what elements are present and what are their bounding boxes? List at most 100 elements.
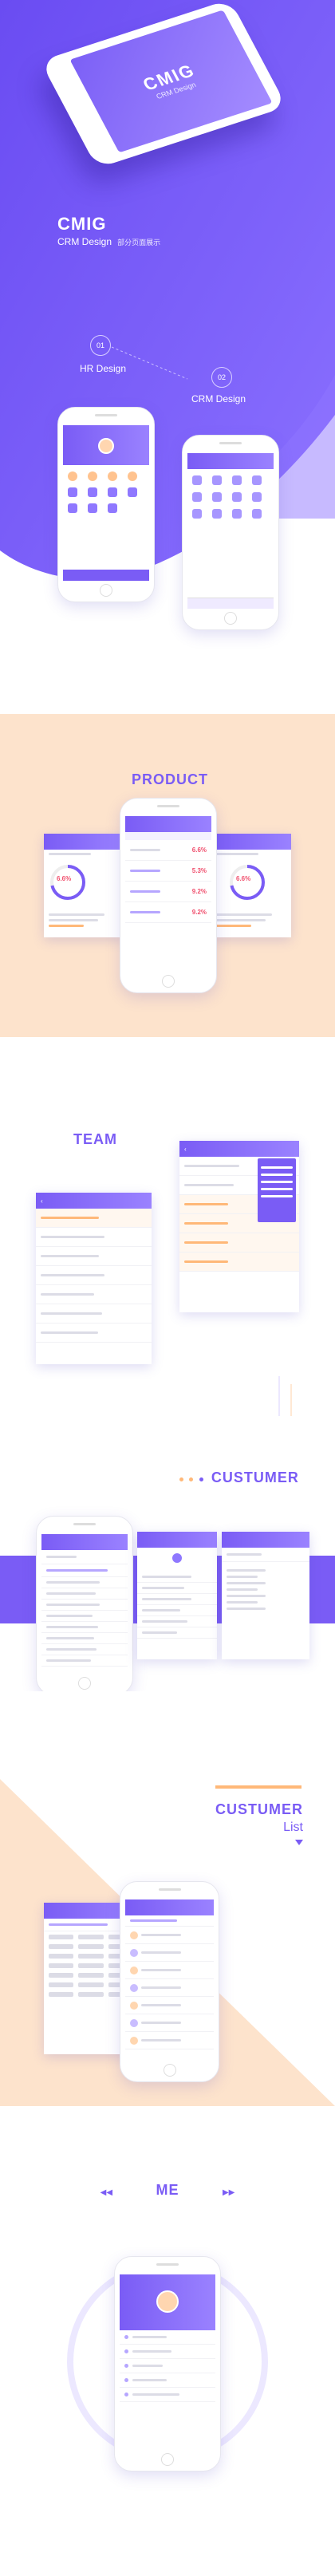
team-screen-right: ‹ xyxy=(179,1141,299,1312)
product-section: PRODUCT 6.6% 6.6% xyxy=(0,714,335,1037)
customer-list-accent-bar xyxy=(215,1785,302,1789)
brand-title: CMIG xyxy=(57,214,107,234)
crm-icon-10[interactable] xyxy=(212,509,222,519)
step-connector xyxy=(111,346,188,380)
hr-avatar xyxy=(98,438,114,454)
chevron-down-icon xyxy=(295,1840,303,1845)
crm-icon-grid xyxy=(187,469,274,525)
hr-tab-bar[interactable] xyxy=(63,570,149,581)
customer-phone-bar xyxy=(41,1534,128,1550)
hr-icon-1[interactable] xyxy=(68,471,77,481)
customer-mid-icon xyxy=(172,1553,182,1563)
customer-list-title-1: CUSTUMER xyxy=(215,1801,303,1817)
product-screen-left: 6.6% xyxy=(44,834,124,937)
crm-design-phone xyxy=(182,435,279,630)
customer-phone-screen xyxy=(41,1534,128,1674)
customer-list-phone xyxy=(120,1881,219,2082)
team-decor-lines xyxy=(278,1376,292,1416)
me-left-arrows: ◀◀ xyxy=(100,2188,113,2197)
back-icon[interactable]: ‹ xyxy=(41,1197,43,1205)
crm-icon-1[interactable] xyxy=(192,475,202,485)
hr-icon-2[interactable] xyxy=(88,471,97,481)
hr-icon-grid xyxy=(63,465,149,519)
hr-icon-8[interactable] xyxy=(128,487,137,497)
team-filter-menu[interactable] xyxy=(258,1158,296,1222)
customer-list-phone-screen xyxy=(125,1899,214,2061)
brand-subtitle-cn: 部分页面展示 xyxy=(117,239,161,247)
hero-section: CMIG CRM Design CMIG CRM Design 部分页面展示 0… xyxy=(0,0,335,686)
product-center-percent: 6.6% xyxy=(191,846,207,854)
hr-icon-3[interactable] xyxy=(108,471,117,481)
product-left-percent: 6.6% xyxy=(57,875,72,882)
crm-icon-5[interactable] xyxy=(192,492,202,502)
product-right-percent: 6.6% xyxy=(236,875,251,882)
customer-screen-right xyxy=(222,1532,309,1659)
hr-icon-7[interactable] xyxy=(108,487,117,497)
customer-right-bar xyxy=(222,1532,309,1548)
crm-icon-9[interactable] xyxy=(192,509,202,519)
team-screen-left: ‹ xyxy=(36,1193,152,1364)
customer-section: CUSTUMER xyxy=(0,1452,335,1691)
customer-list-filter-bar xyxy=(44,1903,138,1919)
step1-badge: 01 xyxy=(90,335,111,356)
product-right-bar xyxy=(211,834,291,850)
team-left-bar: ‹ xyxy=(36,1193,152,1209)
step1-number: 01 xyxy=(96,341,104,349)
team-section: TEAM ‹ ‹ xyxy=(0,1037,335,1452)
me-phone-screen xyxy=(120,2274,215,2450)
product-center-bar xyxy=(125,816,211,832)
crm-tab-bar[interactable] xyxy=(187,598,274,609)
team-title: TEAM xyxy=(73,1131,117,1147)
product-title: PRODUCT xyxy=(132,771,208,787)
step2-badge: 02 xyxy=(211,367,232,388)
product-left-gauge xyxy=(50,865,85,900)
customer-dots xyxy=(179,1471,203,1485)
product-phone-center: 6.6% 5.3% 9.2% 9.2% xyxy=(120,798,217,993)
customer-screen-mid xyxy=(137,1532,217,1659)
crm-icon-3[interactable] xyxy=(232,475,242,485)
hr-icon-5[interactable] xyxy=(68,487,77,497)
step2-label: CRM Design xyxy=(191,393,246,404)
me-header-bar xyxy=(120,2274,215,2330)
crm-design-screen xyxy=(187,453,274,609)
product-center-value-1: 5.3% xyxy=(191,867,207,874)
crm-icon-8[interactable] xyxy=(252,492,262,502)
hr-icon-11[interactable] xyxy=(108,503,117,513)
product-screen-right: 6.6% xyxy=(211,834,291,937)
crm-icon-7[interactable] xyxy=(232,492,242,502)
customer-list-phone-bar xyxy=(125,1899,214,1915)
crm-icon-11[interactable] xyxy=(232,509,242,519)
hr-header-bar xyxy=(63,425,149,465)
hr-icon-9[interactable] xyxy=(68,503,77,513)
hr-icon-4[interactable] xyxy=(128,471,137,481)
back-icon[interactable]: ‹ xyxy=(184,1145,187,1153)
customer-phone xyxy=(36,1516,133,1691)
customer-mid-bar xyxy=(137,1532,217,1548)
hr-design-screen xyxy=(63,425,149,581)
hr-icon-6[interactable] xyxy=(88,487,97,497)
customer-list-title-2: List xyxy=(283,1821,303,1834)
customer-list-section: CUSTUMER List xyxy=(0,1691,335,2138)
customer-title-wrap: CUSTUMER xyxy=(179,1469,299,1486)
product-left-bar xyxy=(44,834,124,850)
product-center-value-3: 9.2% xyxy=(191,909,207,916)
brand-subtitle: CRM Design 部分页面展示 xyxy=(57,236,160,247)
avatar[interactable] xyxy=(156,2290,179,2313)
hr-icon-10[interactable] xyxy=(88,503,97,513)
product-center-screen: 6.6% 5.3% 9.2% 9.2% xyxy=(125,816,211,972)
crm-icon-2[interactable] xyxy=(212,475,222,485)
crm-icon-4[interactable] xyxy=(252,475,262,485)
me-phone xyxy=(114,2256,221,2471)
crm-icon-12[interactable] xyxy=(252,509,262,519)
me-section: ◀◀ ME ▶▶ xyxy=(0,2138,335,2576)
step1-label: HR Design xyxy=(80,363,127,374)
me-right-arrows: ▶▶ xyxy=(222,2188,235,2197)
crm-icon-6[interactable] xyxy=(212,492,222,502)
crm-header-bar xyxy=(187,453,274,469)
product-right-gauge xyxy=(230,865,265,900)
step2-number: 02 xyxy=(217,373,226,381)
brand-subtitle-en: CRM Design xyxy=(57,236,112,247)
me-title-wrap: ◀◀ ME ▶▶ xyxy=(0,2182,335,2199)
team-right-bar: ‹ xyxy=(179,1141,299,1157)
